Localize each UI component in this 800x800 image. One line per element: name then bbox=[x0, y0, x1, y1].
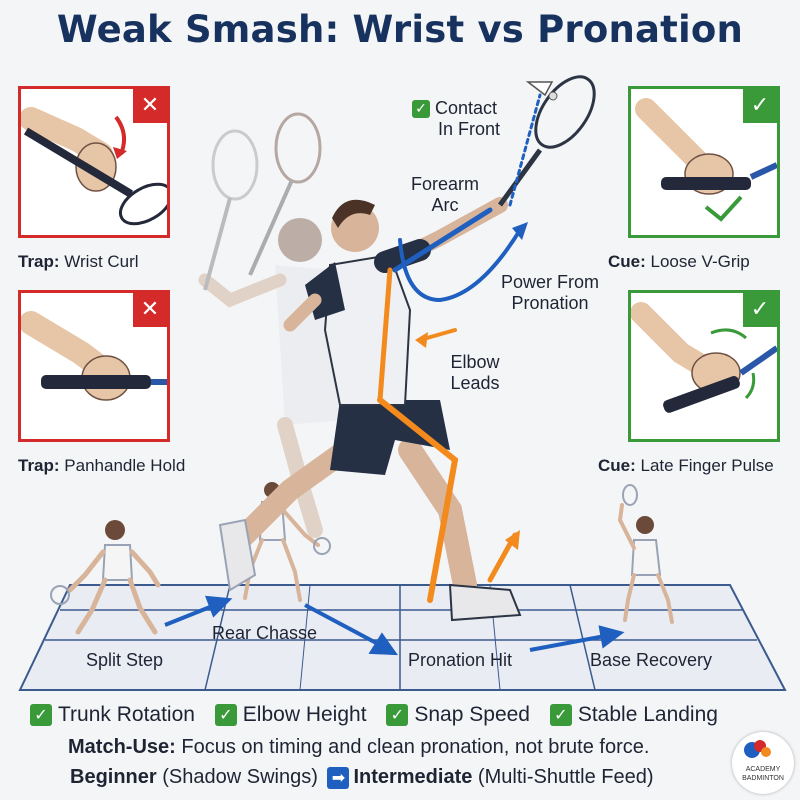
annotation-contact-line1: Contact bbox=[435, 98, 498, 118]
annotation-contact: ✓ Contact In Front bbox=[412, 98, 500, 140]
cue-finger-pulse-panel: ✓ bbox=[628, 290, 780, 442]
caption-text: Panhandle Hold bbox=[59, 456, 186, 475]
academy-logo: ACADEMY BADMINTON bbox=[732, 732, 794, 794]
caption-prefix: Trap: bbox=[18, 252, 60, 271]
progression-line: Beginner (Shadow Swings) ➡Intermediate (… bbox=[70, 766, 654, 789]
progression-level1-note: (Shadow Swings) bbox=[156, 766, 324, 788]
logo-line2: BADMINTON bbox=[742, 775, 784, 782]
annotation-elbow: Elbow Leads bbox=[435, 352, 515, 394]
cue-v-grip-caption: Cue: Loose V-Grip bbox=[608, 252, 750, 272]
check-icon: ✓ bbox=[412, 100, 430, 119]
cue-finger-pulse-caption: Cue: Late Finger Pulse bbox=[598, 456, 774, 476]
trap-wrist-curl-panel: ✕ bbox=[18, 86, 170, 238]
court-floor bbox=[18, 584, 787, 691]
trap-panhandle-caption: Trap: Panhandle Hold bbox=[18, 456, 185, 476]
annotation-forearm-arc: Forearm Arc bbox=[400, 174, 490, 216]
annotation-power-line1: Power From bbox=[500, 272, 599, 292]
check-icon: ✓ bbox=[549, 704, 572, 727]
progression-level2: Intermediate bbox=[353, 766, 473, 788]
cross-icon: ✕ bbox=[133, 293, 167, 327]
check-item-label: Stable Landing bbox=[577, 703, 718, 726]
sequence-arrow-1 bbox=[164, 595, 233, 627]
arrow-right-icon: ➡ bbox=[327, 766, 350, 789]
panhandle-illustration bbox=[21, 311, 167, 401]
check-item-label: Elbow Height bbox=[242, 703, 367, 726]
caption-prefix: Trap: bbox=[18, 456, 60, 475]
sequence-arrow-2 bbox=[304, 603, 398, 656]
annotation-elbow-line1: Elbow bbox=[450, 352, 500, 372]
trap-panhandle-panel: ✕ bbox=[18, 290, 170, 442]
sequence-label-base-recovery: Base Recovery bbox=[590, 650, 713, 670]
sequence-arrow-3 bbox=[529, 625, 625, 652]
progression-level2-note: (Multi-Shuttle Feed) bbox=[472, 766, 654, 788]
annotation-elbow-line2: Leads bbox=[450, 373, 500, 393]
sequence-label-split-step: Split Step bbox=[86, 650, 164, 670]
wrist-curl-illustration bbox=[21, 107, 167, 226]
annotation-forearm-line1: Forearm bbox=[410, 174, 479, 194]
check-icon: ✓ bbox=[743, 293, 777, 327]
match-use-line: Match-Use: Focus on timing and clean pro… bbox=[68, 736, 649, 759]
player-base-recovery bbox=[617, 484, 674, 624]
check-item: ✓Elbow Height bbox=[214, 703, 367, 727]
match-use-label: Match-Use: bbox=[68, 736, 176, 758]
annotation-forearm-line2: Arc bbox=[431, 195, 459, 215]
sequence-label-rear-chasse: Rear Chasse bbox=[212, 623, 318, 643]
check-item: ✓Stable Landing bbox=[549, 703, 718, 727]
cue-v-grip-panel: ✓ bbox=[628, 86, 780, 238]
caption-text: Loose V-Grip bbox=[645, 252, 750, 271]
check-icon: ✓ bbox=[214, 704, 237, 727]
caption-text: Late Finger Pulse bbox=[635, 456, 774, 475]
check-item: ✓ Trunk Rotation bbox=[30, 703, 195, 727]
player-split-step bbox=[50, 520, 161, 635]
annotation-power-line2: Pronation bbox=[511, 293, 589, 313]
arrow-heads bbox=[415, 222, 528, 550]
v-grip-illustration bbox=[635, 98, 777, 222]
annotation-contact-line2: In Front bbox=[438, 119, 501, 139]
caption-prefix: Cue: bbox=[598, 456, 636, 475]
annotation-power: Power From Pronation bbox=[490, 272, 610, 314]
check-item: ✓Snap Speed bbox=[386, 703, 530, 727]
finger-pulse-illustration bbox=[631, 302, 777, 413]
shuttle-logo-icon bbox=[744, 740, 771, 758]
cross-icon: ✕ bbox=[133, 89, 167, 123]
caption-text: Wrist Curl bbox=[59, 252, 139, 271]
check-icon: ✓ bbox=[386, 704, 409, 727]
page-title: Weak Smash: Wrist vs Pronation bbox=[56, 8, 744, 51]
check-item-label: Snap Speed bbox=[414, 703, 530, 726]
check-item-label: Trunk Rotation bbox=[58, 703, 195, 726]
checklist: ✓Trunk Rotation ✓Elbow Height ✓Snap Spee… bbox=[30, 703, 732, 727]
trap-wrist-curl-caption: Trap: Wrist Curl bbox=[18, 252, 139, 272]
check-icon: ✓ bbox=[743, 89, 777, 123]
progression-level1: Beginner bbox=[70, 766, 157, 788]
check-icon: ✓ bbox=[30, 704, 52, 727]
caption-prefix: Cue: bbox=[608, 252, 646, 271]
match-use-text: Focus on timing and clean pronation, not… bbox=[175, 736, 650, 758]
sequence-label-pronation-hit: Pronation Hit bbox=[408, 650, 513, 670]
logo-line1: ACADEMY bbox=[745, 766, 781, 773]
